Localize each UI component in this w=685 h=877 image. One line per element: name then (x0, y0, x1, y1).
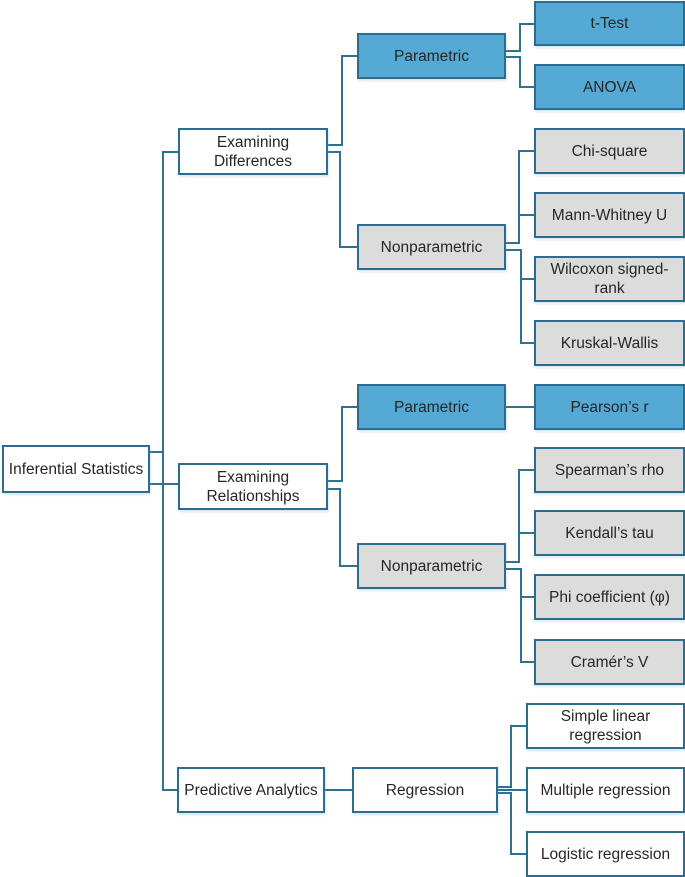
node-simple-linear-regression: Simple linear regression (526, 703, 685, 749)
node-wilcoxon-signed-rank: Wilcoxon signed- rank (534, 256, 685, 302)
connector-regression-simple (498, 725, 526, 788)
node-nonparametric-differences: Nonparametric (357, 224, 506, 270)
connector-parametric-ttest (506, 23, 534, 52)
node-parametric-relationships: Parametric (357, 384, 506, 430)
connector-differences-nonparametric (328, 151, 357, 248)
node-logistic-regression: Logistic regression (526, 831, 685, 877)
connector-parametric-anova (506, 56, 534, 88)
node-regression: Regression (352, 767, 498, 813)
connector-regression-logistic (498, 792, 526, 855)
node-examining-differences: Examining Differences (178, 128, 328, 175)
node-cramers-v: Cramér’s V (534, 639, 685, 685)
connector-relationships-parametric (328, 406, 357, 482)
node-examining-relationships: Examining Relationships (178, 463, 328, 510)
node-nonparametric-relationships: Nonparametric (357, 543, 506, 589)
node-inferential-statistics: Inferential Statistics (2, 445, 150, 493)
node-spearmans-rho: Spearman’s rho (534, 447, 685, 493)
node-kendalls-tau: Kendall’s tau (534, 510, 685, 556)
connector-nonparametric-kruskal (506, 249, 534, 344)
node-anova: ANOVA (534, 64, 685, 110)
node-kruskal-wallis: Kruskal-Wallis (534, 320, 685, 366)
node-parametric-differences: Parametric (357, 33, 506, 79)
connector-nonparametric-cramer (506, 568, 534, 663)
node-mann-whitney-u: Mann-Whitney U (534, 192, 685, 238)
node-multiple-regression: Multiple regression (526, 767, 685, 813)
node-pearsons-r: Pearson’s r (534, 384, 685, 430)
node-phi-coefficient: Phi coefficient (φ) (534, 574, 685, 620)
connector-root-trunk (162, 151, 178, 791)
node-chi-square: Chi-square (534, 128, 685, 174)
connector-relationships-nonparametric (328, 488, 357, 567)
connector-nonparametric-mannwhitney (506, 214, 534, 244)
connector-nonparametric-kendall (506, 532, 534, 563)
node-t-test: t-Test (534, 1, 685, 46)
connector-differences-parametric (328, 55, 357, 146)
node-predictive-analytics: Predictive Analytics (177, 767, 325, 813)
